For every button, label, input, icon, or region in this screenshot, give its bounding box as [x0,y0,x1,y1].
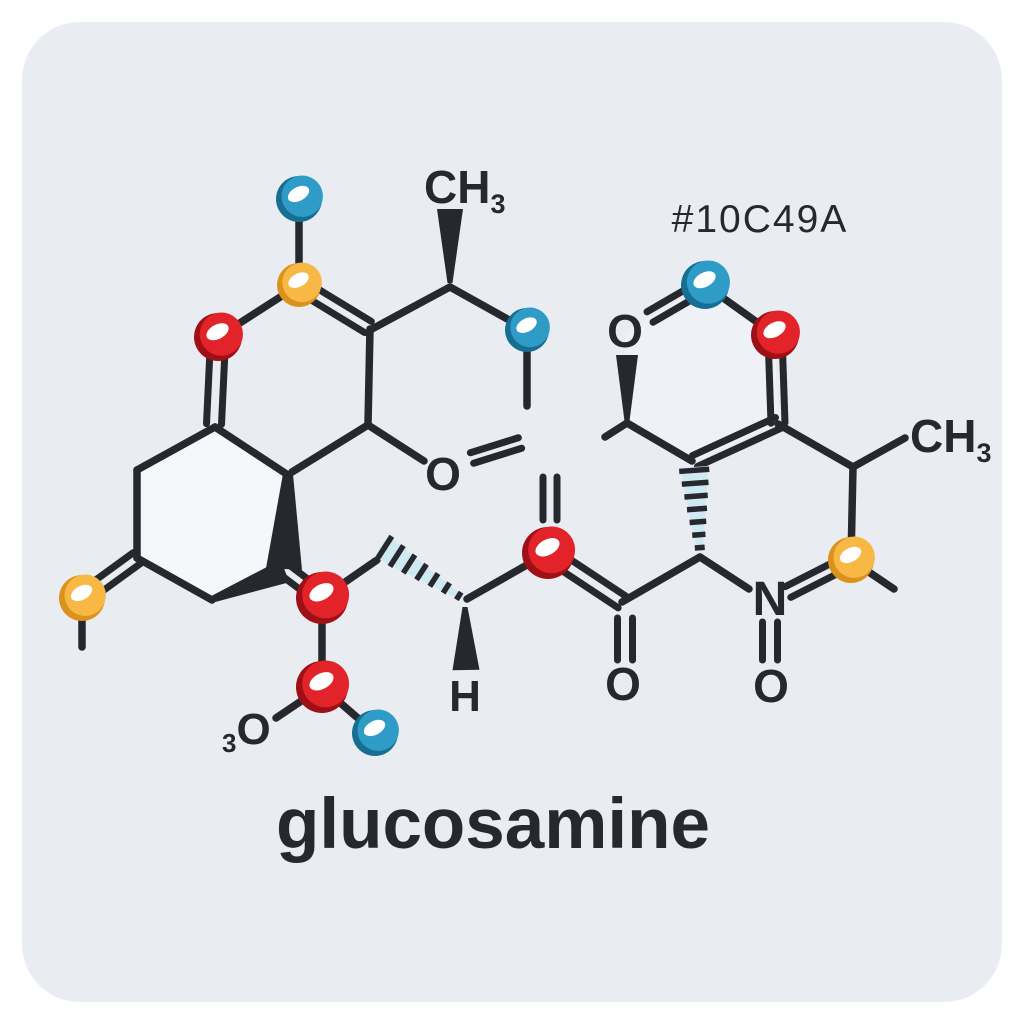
label-h: H [449,672,481,721]
bond-single [368,283,454,333]
bond-hash-stripe [681,479,709,487]
bond-wedge [211,559,290,603]
bond-double [693,424,784,470]
atom-yellow-top-left [277,262,322,307]
atom-red-middle [522,526,576,579]
label-ch3-top: CH3 [424,161,505,219]
label-n: N [753,573,788,626]
bond-wedge [266,473,302,570]
label-ch3-right: CH3 [910,410,991,468]
bond-single [618,553,704,606]
bond-single [133,423,219,474]
bond-single [774,420,857,471]
bond-hash-stripe [427,572,441,588]
atom-blue-bottom [352,709,399,756]
label-o-bottom-right: O [753,660,789,712]
bond-hash-stripe [440,581,452,595]
bond-single [623,419,696,465]
label-3o: 3O [222,705,271,758]
bond-hash-stripe [679,466,710,475]
bond-hash-stripe [454,590,464,602]
atom-red-bottom-1 [296,571,350,624]
atom-red-right-top [751,310,800,359]
bond-wedge [616,355,638,421]
right-ring [625,285,778,462]
compound-title: glucosamine [275,785,710,864]
atom-highlight [535,538,560,557]
atom-blue-mid-top [505,307,550,352]
bond-hash-stripe [694,544,705,551]
atom-blue-right-top [681,260,730,309]
atom-yellow-left [59,574,106,621]
bond-hash-stripe [684,492,708,500]
atom-highlight [516,317,537,333]
bond-double [689,414,780,460]
atom-red-bottom-2 [296,660,350,713]
atom-highlight [70,584,93,602]
bond-single [133,554,216,604]
bond-hash-stripe [689,518,707,526]
atom-highlight [309,672,334,691]
bond-hash-stripe [387,544,406,569]
atom-blue-top-left [276,175,323,222]
atom-highlight [309,583,334,602]
atom-highlight [839,546,862,564]
bond-hash-stripe [400,553,418,575]
atom-red-top-left [194,312,243,361]
atom-highlight [288,272,309,288]
bond-double [466,434,522,457]
bond-single [364,421,428,465]
atom-highlight [693,271,716,289]
atom-yellow-right [828,536,875,583]
bond-hash-stripe [692,531,706,538]
label-o-right-top: O [607,305,643,357]
atom-highlight [287,185,310,203]
bond-single [211,423,292,479]
bond-single [601,419,631,441]
color-hex-label: #10C49A [671,198,849,241]
bond-double [470,444,526,467]
bond-single [364,325,374,428]
left-ring [137,427,288,600]
bond-wedge [437,209,463,283]
atom-highlight [206,323,229,341]
atom-highlight [363,719,386,737]
label-o-bottom-mid: O [605,658,641,710]
label-o-mid-left: O [425,448,461,500]
bond-wedge [452,607,480,671]
bond-hash-stripe [374,534,395,562]
bond-single [849,434,909,471]
bond-single [696,553,753,593]
bond-hash-stripe [414,562,429,582]
bond-hash-stripe [686,505,708,513]
bond-hash-wedge [374,535,464,601]
atom-highlight [763,321,786,339]
bond-single [288,421,372,476]
